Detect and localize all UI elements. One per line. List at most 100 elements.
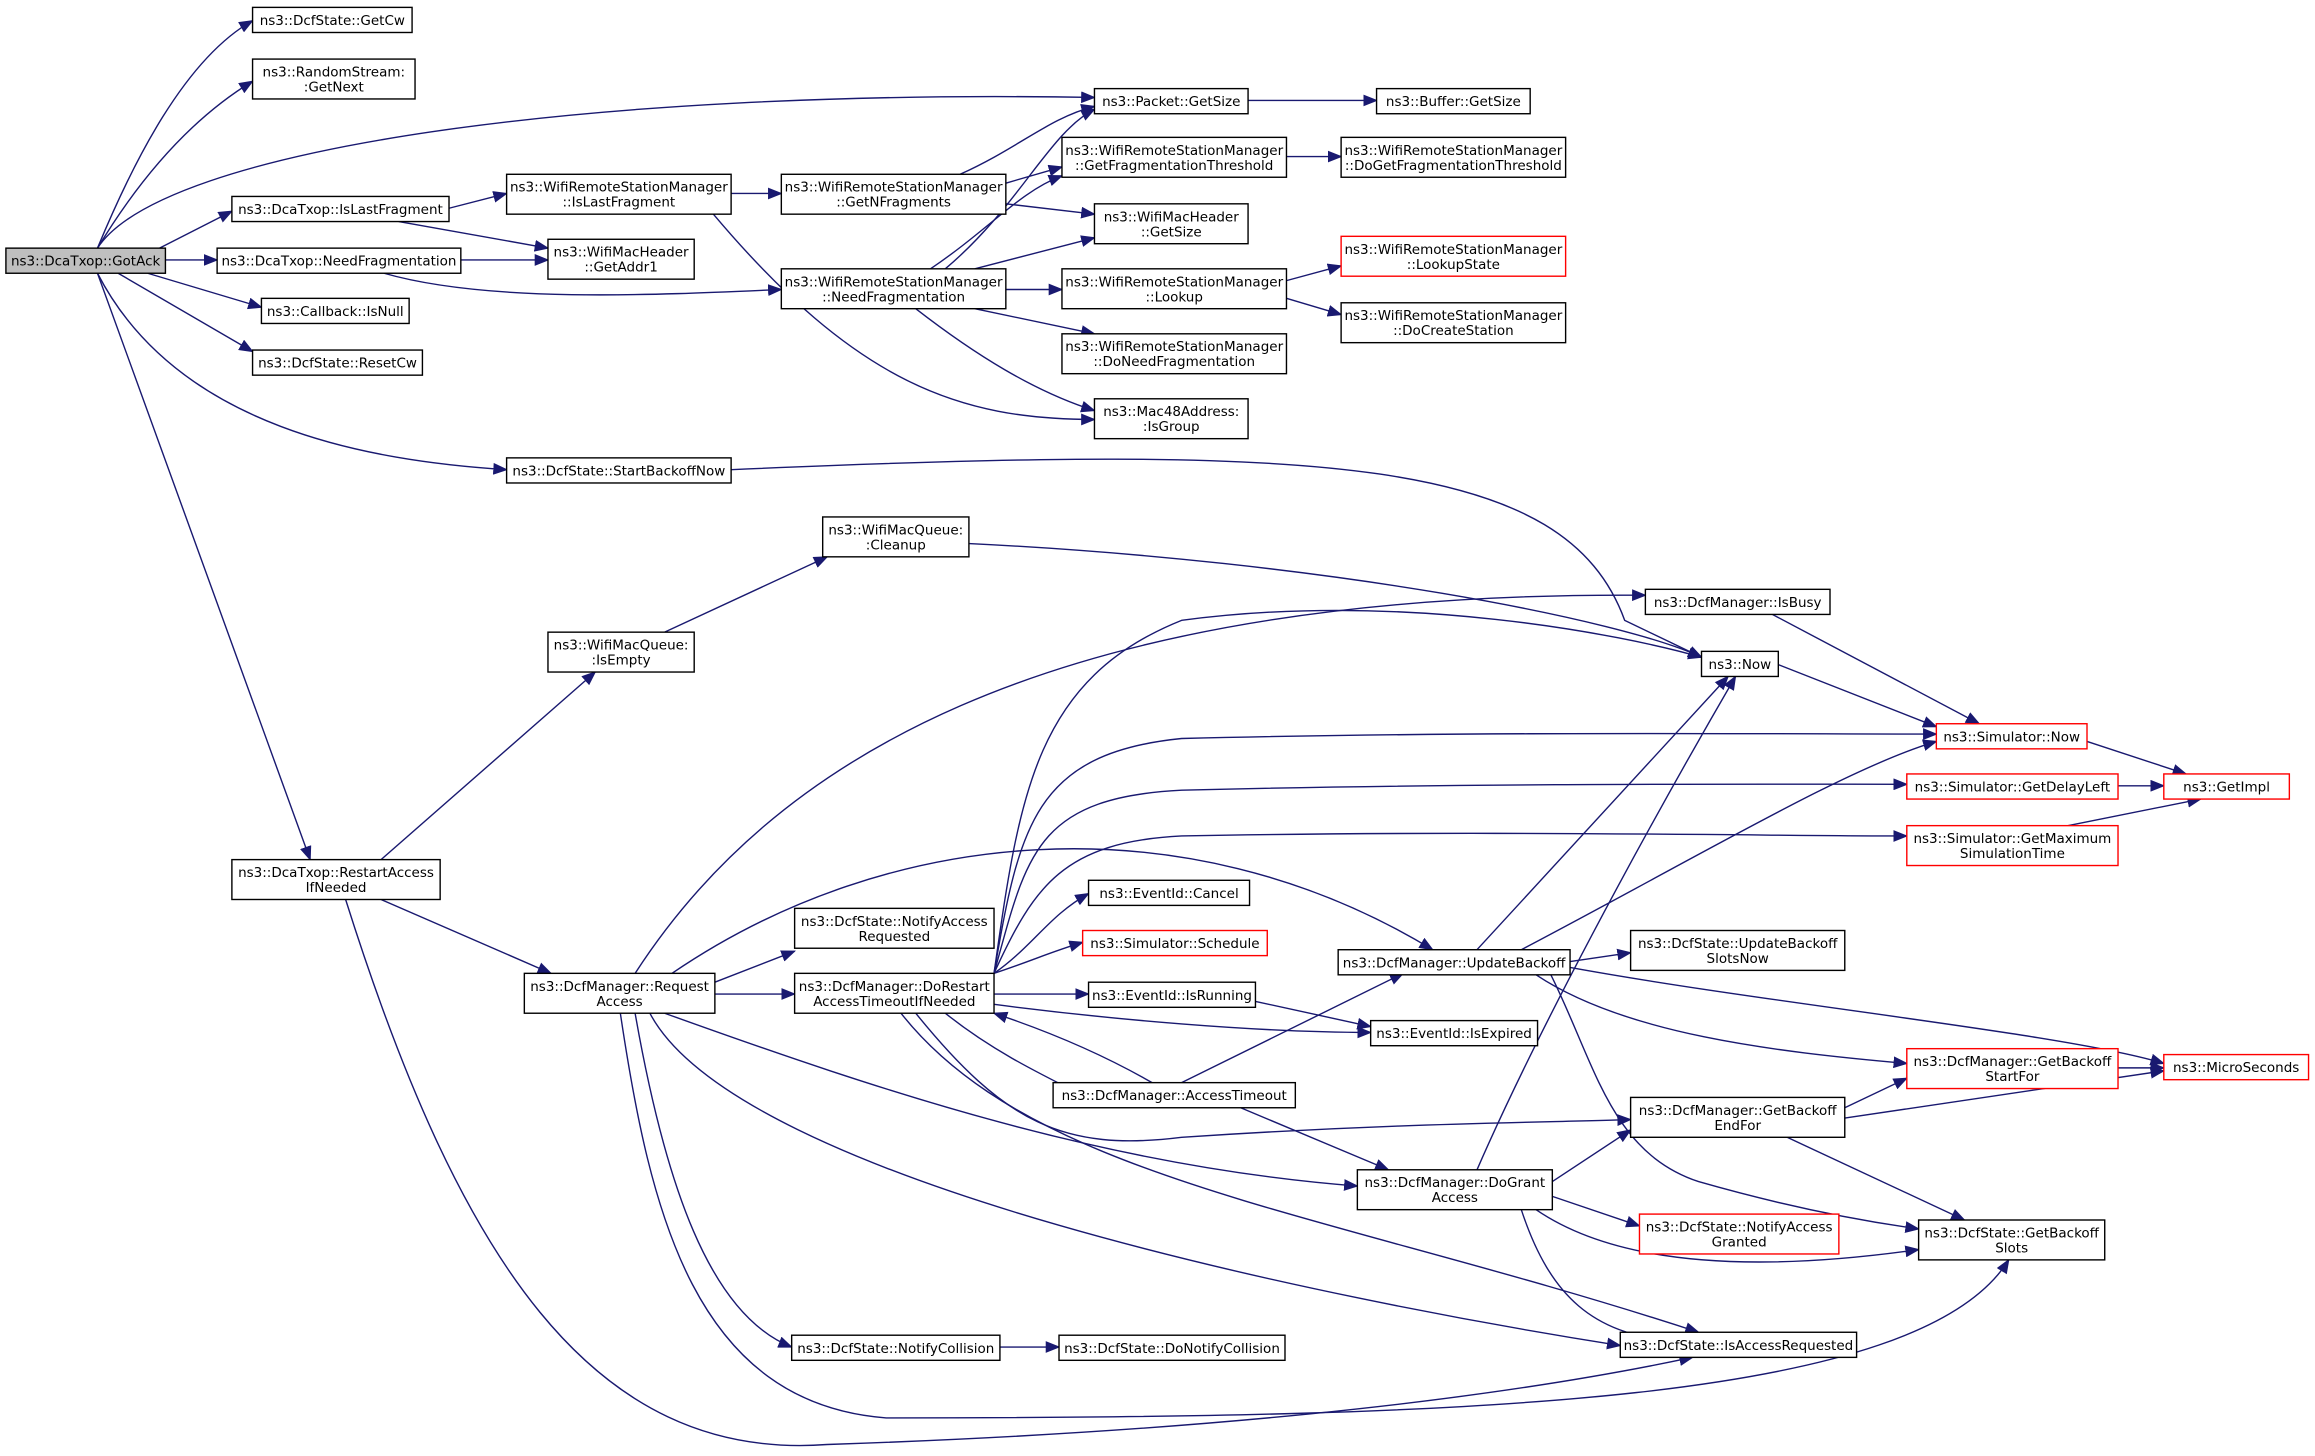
edge-startbackoffnow-to-now (731, 459, 1703, 657)
node-box (780, 173, 1007, 215)
edge-line (975, 235, 1096, 269)
node-bufgetsize[interactable]: ns3::Buffer::GetSize (1375, 87, 1531, 115)
node-getfragthr[interactable]: ns3::WifiRemoteStationManager::GetFragme… (1061, 136, 1288, 178)
node-simnow[interactable]: ns3::Simulator::Now (1935, 723, 2088, 750)
node-docreatestation[interactable]: ns3::WifiRemoteStationManager::DoCreateS… (1340, 302, 1567, 344)
node-label: ns3::Callback::IsNull (267, 304, 404, 320)
node-pktgetsize[interactable]: ns3::Packet::GetSize (1093, 87, 1249, 115)
node-label: SlotsNow (1707, 951, 1769, 967)
node-isexpired[interactable]: ns3::EventId::IsExpired (1369, 1019, 1539, 1047)
node-label: ns3::DcfManager::AccessTimeout (1062, 1088, 1287, 1104)
edge-line (1845, 1078, 1909, 1108)
node-getnfrag[interactable]: ns3::WifiRemoteStationManager::GetNFragm… (780, 173, 1007, 215)
edge-dorestart-to-evcancel (994, 894, 1090, 974)
node-isrunning[interactable]: ns3::EventId::IsRunning (1087, 981, 1257, 1009)
node-box (505, 457, 732, 484)
node-label: StartFor (1985, 1069, 2040, 1085)
node-isbusy[interactable]: ns3::DcfManager::IsBusy (1644, 588, 1831, 616)
edge-line (975, 309, 1096, 337)
edge-line (97, 21, 254, 248)
node-label: ::GetSize (1141, 224, 1202, 240)
node-box (1917, 1219, 2106, 1261)
edge-dorestart-to-isaccessrequested (901, 1013, 1700, 1334)
node-getimpl[interactable]: ns3::GetImpl (2163, 773, 2291, 800)
node-startbackoffnow[interactable]: ns3::DcfState::StartBackoffNow (505, 457, 732, 484)
node-cleanup[interactable]: ns3::WifiMacQueue::Cleanup (821, 516, 970, 558)
edge-line (1006, 204, 1096, 219)
node-machdrgetsize[interactable]: ns3::WifiMacHeader::GetSize (1093, 203, 1249, 245)
edge-line (1536, 1210, 1921, 1262)
edge-line (1241, 1108, 1390, 1170)
node-getaddr1[interactable]: ns3::WifiMacHeader::GetAddr1 (547, 238, 695, 280)
edge-dorestart-to-simnow (994, 728, 1938, 973)
node-label: ns3::DcfState::GetBackoff (1924, 1225, 2099, 1241)
node-label: ns3::WifiRemoteStationManager (1065, 143, 1283, 159)
node-box (231, 195, 450, 223)
node-box (1619, 1331, 1858, 1359)
node-dcaislastfrag[interactable]: ns3::DcaTxop::IsLastFragment (231, 195, 450, 223)
node-box (821, 516, 970, 558)
node-label: Access (1432, 1190, 1478, 1206)
edge-line (97, 273, 509, 475)
edge-line (916, 1013, 1633, 1141)
edge-getmaxsimtime-to-getimpl (2068, 795, 2203, 826)
node-label: ns3::WifiMacQueue: (828, 522, 963, 538)
node-dcaneedfrag[interactable]: ns3::DcaTxop::NeedFragmentation (216, 247, 462, 274)
node-gotack[interactable]: ns3::DcaTxop::GotAck (5, 247, 167, 274)
node-resetcw[interactable]: ns3::DcfState::ResetCw (251, 349, 424, 376)
node-updatebackoff[interactable]: ns3::DcfManager::UpdateBackoff (1337, 949, 1571, 976)
node-notifycollision[interactable]: ns3::DcfState::NotifyCollision (790, 1334, 1001, 1362)
node-lookupstate[interactable]: ns3::WifiRemoteStationManager::LookupSta… (1340, 235, 1567, 277)
node-accesstimeout[interactable]: ns3::DcfManager::AccessTimeout (1052, 1081, 1297, 1109)
edge-line (1521, 739, 1938, 949)
node-rsgetnext[interactable]: ns3::RandomStream::GetNext (251, 58, 416, 100)
edge-line (969, 544, 1703, 658)
node-wrsmislastfrag[interactable]: ns3::WifiRemoteStationManager::IsLastFra… (505, 173, 732, 215)
node-cbisnull[interactable]: ns3::Callback::IsNull (260, 297, 410, 325)
node-dorestart[interactable]: ns3::DcfManager::DoRestartAccessTimeoutI… (793, 972, 995, 1014)
node-isgroup[interactable]: ns3::Mac48Address::IsGroup (1093, 398, 1249, 440)
edge-line (97, 273, 312, 862)
node-label: ns3::DcfState::UpdateBackoff (1638, 936, 1838, 952)
node-box (1093, 87, 1249, 115)
node-isaccessrequested[interactable]: ns3::DcfState::IsAccessRequested (1619, 1331, 1858, 1359)
node-microseconds[interactable]: ns3::MicroSeconds (2163, 1053, 2310, 1081)
node-label: :IsEmpty (592, 653, 651, 669)
node-label: ns3::WifiRemoteStationManager (1344, 308, 1562, 324)
node-lookup[interactable]: ns3::WifiRemoteStationManager::Lookup (1061, 268, 1288, 310)
node-box (1629, 1096, 1846, 1138)
node-getdelayleft[interactable]: ns3::Simulator::GetDelayLeft (1906, 773, 2119, 800)
node-box (1340, 302, 1567, 344)
edge-line (1286, 263, 1343, 281)
node-label: Granted (1712, 1235, 1767, 1251)
node-getcw[interactable]: ns3::DcfState::GetCw (251, 6, 413, 34)
node-dogetfragthr[interactable]: ns3::WifiRemoteStationManager::DoGetFrag… (1340, 136, 1567, 178)
node-isempty[interactable]: ns3::WifiMacQueue::IsEmpty (547, 631, 695, 673)
node-box (1093, 203, 1249, 245)
node-simschedule[interactable]: ns3::Simulator::Schedule (1081, 929, 1268, 957)
node-label: ns3::WifiRemoteStationManager (785, 180, 1003, 196)
node-label: ::GetNFragments (836, 195, 951, 211)
edge-wrsmneedfrag-to-machdrgetsize (975, 235, 1096, 269)
node-wrsmneedfrag[interactable]: ns3::WifiRemoteStationManager::NeedFragm… (780, 268, 1007, 310)
node-donotifycollision[interactable]: ns3::DcfState::DoNotifyCollision (1058, 1334, 1286, 1362)
node-now[interactable]: ns3::Now (1700, 650, 1780, 678)
node-box (216, 247, 462, 274)
node-label: ns3::EventId::IsRunning (1092, 988, 1252, 1004)
node-evcancel[interactable]: ns3::EventId::Cancel (1087, 879, 1251, 907)
edge-dorestart-to-getmaxsimtime (994, 830, 1909, 973)
edge-line (665, 1013, 1359, 1191)
node-label: ns3::DcaTxop::RestartAccess (238, 865, 434, 881)
node-box (5, 247, 167, 274)
node-doneedfrag[interactable]: ns3::WifiRemoteStationManager::DoNeedFra… (1061, 333, 1288, 375)
